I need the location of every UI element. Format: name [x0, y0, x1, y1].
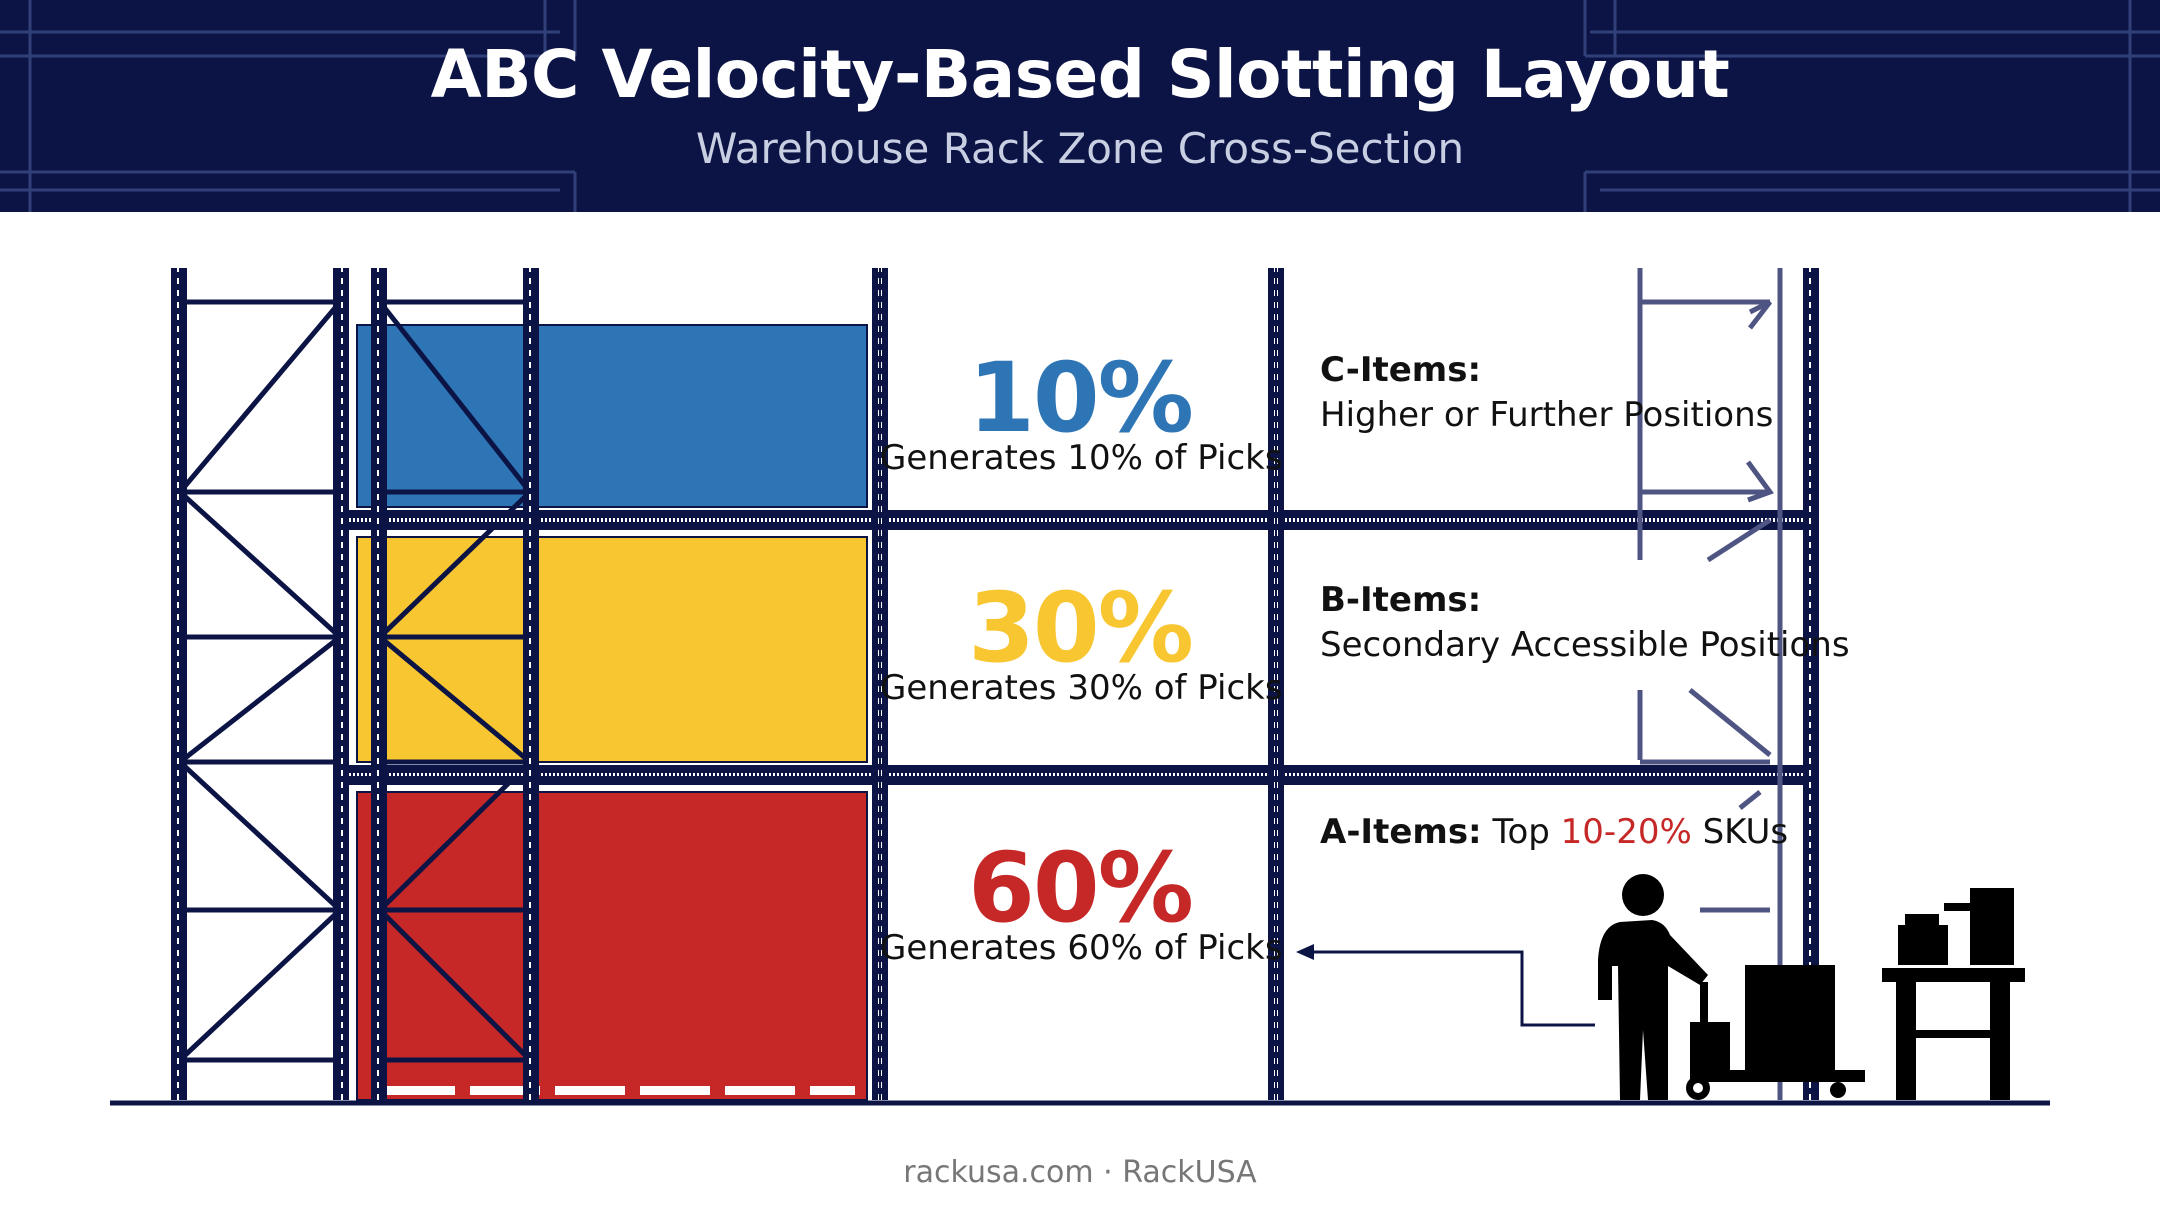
- zone-a-description: Generates 60% of Picks: [880, 928, 1283, 968]
- rack-cross-section: [110, 268, 2050, 1106]
- left-frame-bracing: [176, 299, 534, 1063]
- zone-a-title: A-Items:: [1320, 812, 1482, 852]
- page-subtitle: Warehouse Rack Zone Cross-Section: [695, 124, 1465, 173]
- zone-a-label: A-Items: Top 10-20% SKUs: [1320, 812, 1788, 852]
- packing-table-icon: [1882, 888, 2025, 1100]
- zone-b-label: B-Items:: [1320, 580, 1482, 620]
- footer-credit: rackusa.com · RackUSA: [903, 1155, 1257, 1190]
- zone-a-pallet-block: [356, 791, 868, 1101]
- background-rack: [1637, 268, 1783, 1100]
- zone-c-percent: 10%: [968, 342, 1194, 454]
- page-title: ABC Velocity-Based Slotting Layout: [430, 36, 1730, 113]
- zone-a-prefix: Top: [1492, 812, 1550, 852]
- zone-c-label: C-Items:: [1320, 350, 1482, 390]
- rack-uprights: [171, 268, 1819, 1100]
- pallet-jack-icon: [1686, 965, 1865, 1100]
- zone-a-suffix: SKUs: [1702, 812, 1789, 852]
- arrow-head-icon: [1296, 944, 1314, 960]
- header-grid-decoration: [0, 0, 2160, 212]
- zone-b-pallet-block: [356, 536, 868, 763]
- pallet-slats: [385, 1086, 855, 1095]
- zone-b-percent: 30%: [968, 572, 1194, 684]
- warehouse-worker-icon: [1598, 874, 1708, 1100]
- zone-b-position: Secondary Accessible Positions: [1320, 625, 1850, 665]
- zone-c-description: Generates 10% of Picks: [880, 438, 1283, 478]
- pick-path-arrow: [1312, 950, 1595, 1027]
- header-banner: ABC Velocity-Based Slotting Layout Wareh…: [0, 0, 2160, 212]
- zone-b-description: Generates 30% of Picks: [880, 668, 1283, 708]
- rack-beams: [340, 510, 1810, 785]
- zone-a-range: 10-20%: [1560, 812, 1692, 852]
- zone-c-position: Higher or Further Positions: [1320, 395, 1774, 435]
- zone-c-pallet-block: [356, 324, 868, 508]
- zone-a-percent: 60%: [968, 832, 1194, 944]
